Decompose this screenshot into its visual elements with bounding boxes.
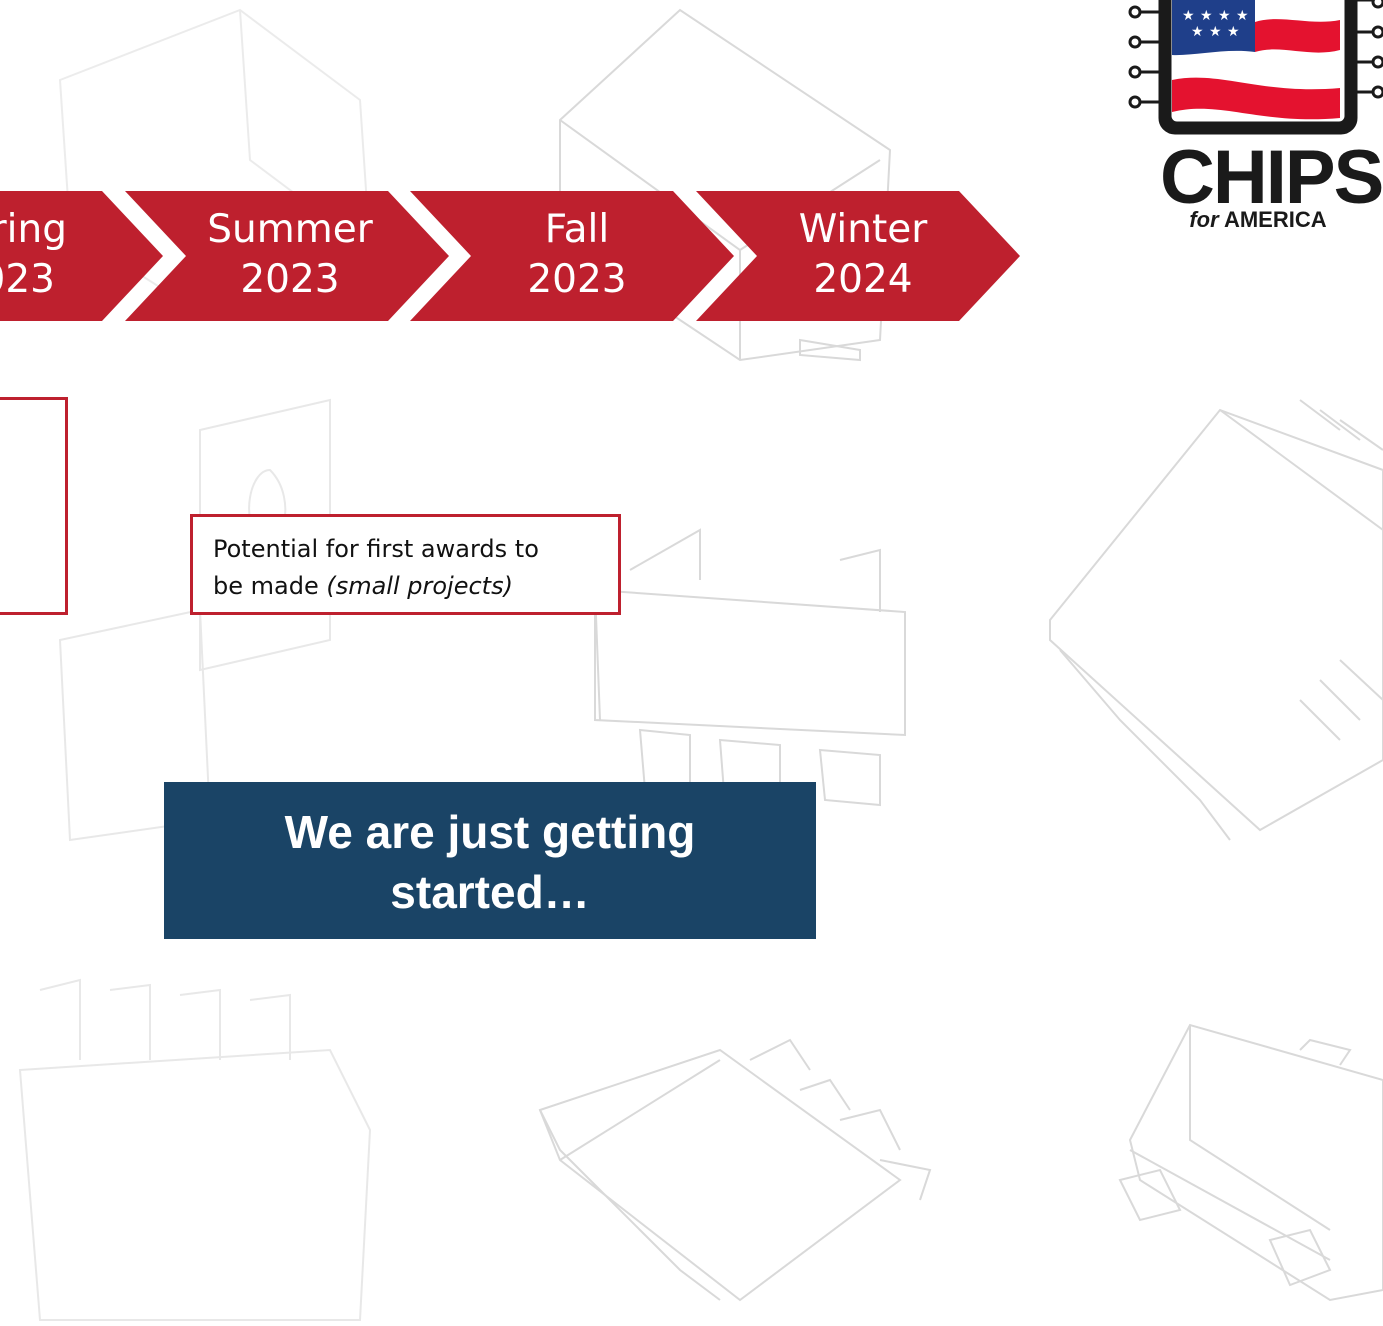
getting-started-banner: We are just getting started…: [164, 782, 816, 939]
chevron-winter: [696, 191, 1020, 321]
chip-outline-icon: [18, 978, 372, 1321]
svg-text:★: ★: [1191, 24, 1204, 40]
stage-season: Winter: [798, 207, 928, 252]
logo-for-america: for AMERICA: [1163, 207, 1353, 233]
stage-year: 2024: [813, 257, 913, 302]
timeline-stage-winter: Winter 2024: [763, 205, 963, 305]
timeline-stage-summer: Summer 2023: [190, 205, 390, 305]
logo-for: for: [1189, 207, 1219, 232]
timeline-chevrons: [0, 191, 1020, 321]
chevron-summer: [125, 191, 449, 321]
svg-text:★: ★: [1218, 8, 1231, 24]
chevron-spring: [0, 191, 163, 321]
banner-line-2: started…: [390, 866, 590, 918]
stage-year: 2023: [527, 257, 627, 302]
svg-text:★: ★: [1227, 24, 1240, 40]
chip-outline-icon: [594, 528, 906, 812]
stage-year: 2023: [0, 257, 55, 302]
timeline-stage-fall: Fall 2023: [477, 205, 677, 305]
svg-text:★: ★: [1200, 8, 1213, 24]
flag-icon: ★★★★ ★★★: [1172, 0, 1340, 122]
awards-note: Potential for first awards to be made (s…: [190, 514, 621, 615]
chip-outline-icon: [538, 1038, 932, 1302]
stage-season: Summer: [207, 207, 373, 252]
chevron-fall: [410, 191, 734, 321]
chip-outline-icon: [58, 398, 331, 842]
chip-outline-icon: [1049, 399, 1383, 841]
chip-outline-icon: [1118, 1023, 1383, 1302]
chips-for-america-logo: ★★★★ ★★★: [1128, 0, 1383, 135]
note-line-2: be made: [213, 572, 327, 600]
note-italic: (small projects): [326, 572, 513, 600]
svg-text:★: ★: [1182, 8, 1195, 24]
stage-season: Spring: [0, 207, 67, 252]
banner-line-1: We are just getting: [284, 806, 696, 858]
logo-chips-word: CHIPS: [1160, 135, 1383, 220]
svg-text:★: ★: [1209, 24, 1222, 40]
stage-season: Fall: [544, 207, 610, 252]
logo-america: AMERICA: [1223, 207, 1327, 232]
cropped-info-box: [0, 397, 68, 615]
timeline-stage-spring: Spring 2023: [0, 205, 140, 305]
svg-text:★: ★: [1236, 8, 1249, 24]
stage-year: 2023: [240, 257, 340, 302]
note-line-1: Potential for first awards to: [213, 535, 539, 563]
